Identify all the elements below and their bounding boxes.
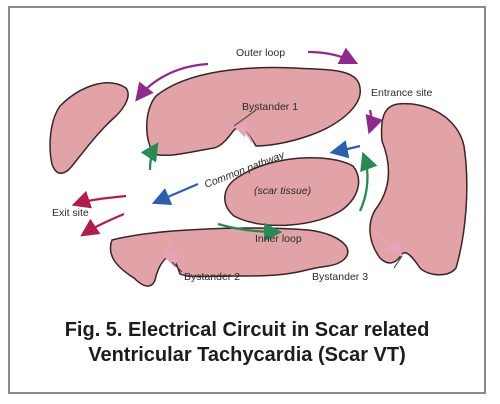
label-bystander-3: Bystander 3	[312, 271, 368, 283]
common-pathway-arrow-right	[334, 146, 360, 152]
common-pathway-arrow-left	[156, 184, 198, 202]
label-bystander-2: Bystander 2	[184, 271, 240, 283]
exit-arrow-upper	[76, 196, 126, 204]
label-exit-site: Exit site	[52, 207, 89, 219]
scar-vt-circuit-diagram: Outer loop Entrance site Bystander 1 Com…	[8, 6, 486, 306]
label-outer-loop: Outer loop	[236, 47, 285, 59]
label-bystander-1: Bystander 1	[242, 101, 298, 113]
label-inner-loop: Inner loop	[255, 233, 302, 245]
inner-loop-arrow-right	[360, 156, 367, 211]
caption-line-1: Fig. 5. Electrical Circuit in Scar relat…	[10, 318, 484, 343]
exit-arrow-lower	[84, 214, 124, 234]
label-scar-tissue: (scar tissue)	[254, 185, 311, 197]
outer-loop-arrow-entrance	[370, 110, 372, 130]
scar-left	[50, 83, 128, 173]
caption-line-2: Ventricular Tachycardia (Scar VT)	[10, 343, 484, 368]
figure-caption: Fig. 5. Electrical Circuit in Scar relat…	[10, 318, 484, 368]
label-entrance-site: Entrance site	[371, 87, 432, 99]
scar-right	[370, 104, 467, 275]
outer-loop-arrow-top	[308, 52, 354, 62]
